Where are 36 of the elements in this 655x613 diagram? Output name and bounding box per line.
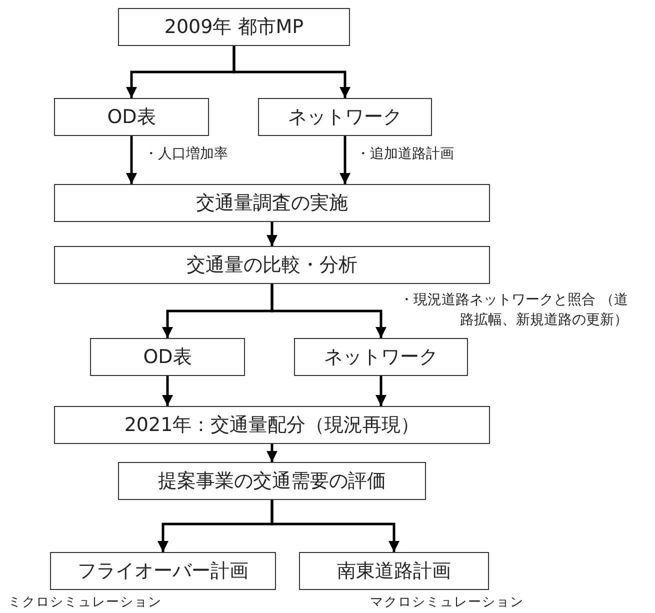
edge-label: ・現況道路ネットワークと照合 （道路拡幅、新規道路の更新）: [398, 291, 628, 330]
arrow: [340, 136, 350, 184]
process-box: [118, 462, 426, 500]
box-label: OD表: [107, 105, 156, 130]
arrow: [376, 376, 386, 406]
box-label: 2009年 都市MP: [164, 15, 304, 40]
arrow: [266, 444, 278, 462]
box-label: ネットワーク: [288, 105, 402, 130]
node-caption: ミクロシミュレーション: [8, 594, 162, 611]
process-box: [118, 8, 350, 46]
arrow: [270, 500, 400, 552]
box-label: ネットワーク: [324, 345, 438, 370]
arrow: [266, 222, 278, 246]
box-label: 南東道路計画: [337, 559, 451, 584]
process-box: [50, 552, 276, 590]
box-label: 2021年：交通量配分（現況再現）: [124, 413, 420, 438]
arrow: [270, 284, 386, 338]
arrow: [162, 376, 173, 406]
edge-label: ・追加道路計画: [356, 145, 455, 164]
box-label: 交通量の比較・分析: [186, 253, 358, 278]
arrow: [232, 46, 350, 98]
box-label: フライオーバー計画: [78, 559, 248, 584]
box-label: 提案事業の交通需要の評価: [158, 469, 386, 494]
arrow: [126, 136, 137, 184]
edge-label: ・人口増加率: [144, 145, 229, 164]
process-box: [54, 98, 209, 136]
process-box: [258, 98, 432, 136]
process-box: [294, 338, 468, 376]
box-label: OD表: [143, 345, 192, 370]
process-box: [54, 246, 490, 284]
process-box: [54, 184, 490, 222]
box-label: 交通量調査の実施: [196, 191, 348, 216]
process-box: [54, 406, 490, 444]
process-box: [90, 338, 245, 376]
node-caption: マクロシミュレーション: [370, 594, 524, 611]
process-box: [299, 552, 489, 590]
